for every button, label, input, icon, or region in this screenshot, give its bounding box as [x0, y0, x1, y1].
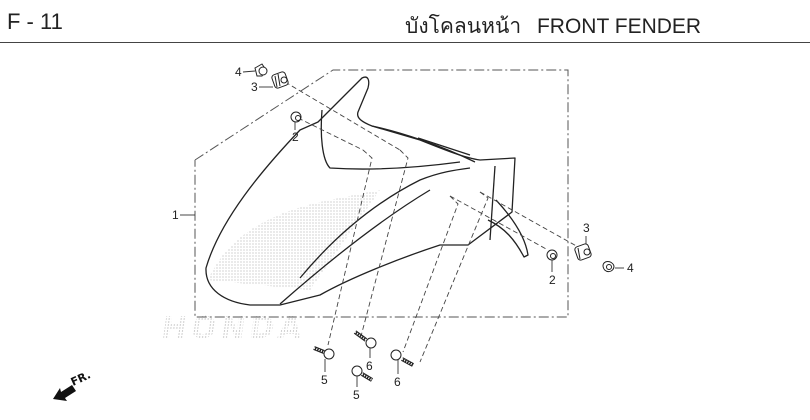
- callout-6b: 6: [394, 375, 401, 389]
- grommet-upper-left[interactable]: [271, 71, 289, 89]
- assembly-frame: [194, 69, 569, 318]
- assembly-leader-lines: [284, 81, 581, 363]
- callout-6a: 6: [366, 359, 373, 373]
- nut-right[interactable]: [546, 249, 558, 261]
- collar-upper-left[interactable]: [254, 63, 268, 77]
- bolt-center[interactable]: [351, 365, 374, 382]
- page-title-english: FRONT FENDER: [536, 15, 702, 38]
- callout-4a: 4: [235, 65, 242, 79]
- callout-5a: 5: [321, 373, 328, 387]
- page-title: บังโคลนหน้า FRONT FENDER: [405, 10, 701, 43]
- nut-upper-left[interactable]: [290, 111, 302, 123]
- callout-labels: 1 2 2 3 3 4 4 5 5 6 6: [172, 65, 634, 402]
- bolt-right[interactable]: [390, 349, 414, 367]
- callout-3b: 3: [583, 221, 590, 235]
- front-fender[interactable]: [205, 76, 529, 306]
- collar-right[interactable]: [602, 261, 615, 273]
- callout-2b: 2: [549, 273, 556, 287]
- page-code: F - 11: [7, 9, 63, 34]
- callout-2a: 2: [292, 130, 299, 144]
- svg-text:HONDA: HONDA: [159, 311, 308, 346]
- bolt-center-upper[interactable]: [353, 330, 377, 349]
- callout-1: 1: [172, 208, 179, 222]
- callout-4b: 4: [627, 261, 634, 275]
- grommet-right[interactable]: [574, 243, 592, 261]
- front-direction-indicator: FR.: [53, 368, 93, 401]
- direction-arrow-icon: [53, 385, 76, 401]
- bolt-left[interactable]: [313, 346, 335, 360]
- page-title-thai: บังโคลนหน้า: [405, 15, 522, 38]
- svg-text:FR.: FR.: [69, 368, 93, 388]
- honda-watermark: HONDA: [159, 311, 308, 346]
- callout-3a: 3: [251, 80, 258, 94]
- callout-5b: 5: [353, 388, 360, 402]
- header-divider: [0, 42, 810, 43]
- callout-leaders: [180, 70, 624, 387]
